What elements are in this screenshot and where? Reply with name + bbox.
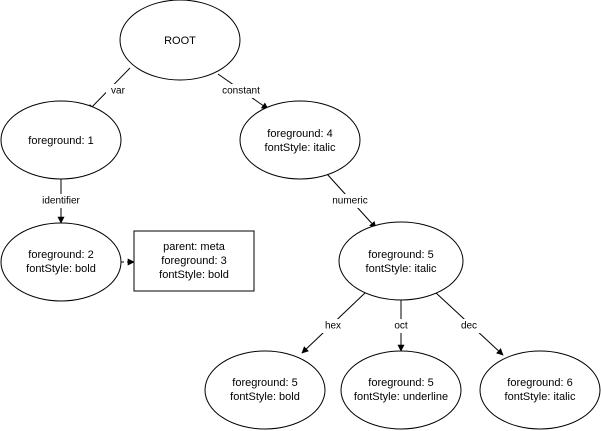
node-numeric: foreground: 5 fontStyle: italic [338, 221, 464, 301]
node-hex-line-1: foreground: 5 [232, 377, 297, 389]
node-root-label: ROOT [164, 35, 196, 47]
node-identifier-line-1: foreground: 2 [28, 249, 93, 261]
node-dec-line-1: foreground: 6 [507, 377, 572, 389]
node-oct-line-1: foreground: 5 [368, 377, 433, 389]
node-constant: foreground: 4 fontStyle: italic [239, 100, 361, 180]
node-identifier: foreground: 2 fontStyle: bold [0, 222, 122, 302]
node-hex-line-2: fontStyle: bold [230, 391, 300, 403]
node-meta-line-3: fontStyle: bold [159, 269, 229, 281]
node-dec-line-2: fontStyle: italic [505, 391, 576, 403]
node-oct: foreground: 5 fontStyle: underline [340, 350, 462, 430]
node-var: foreground: 1 [0, 100, 122, 180]
node-hex: foreground: 5 fontStyle: bold [204, 350, 326, 430]
node-meta-line-2: foreground: 3 [161, 255, 226, 267]
edge-label-numeric: numeric [332, 196, 368, 207]
node-constant-line-2: fontStyle: italic [265, 142, 336, 154]
node-root: ROOT [119, 0, 241, 81]
node-var-line-1: foreground: 1 [28, 135, 93, 147]
node-meta-line-1: parent: meta [163, 241, 226, 253]
node-numeric-line-2: fontStyle: italic [366, 263, 437, 275]
node-meta: parent: meta foreground: 3 fontStyle: bo… [133, 230, 255, 292]
edge-label-constant: constant [222, 86, 260, 97]
edge-label-dec: dec [461, 321, 477, 332]
node-numeric-line-1: foreground: 5 [368, 249, 433, 261]
edge-labels: var constant identifier numeric hex oct … [37, 84, 481, 333]
node-oct-line-2: fontStyle: underline [354, 391, 448, 403]
edge-label-identifier: identifier [42, 196, 80, 207]
edge-label-oct: oct [394, 321, 408, 332]
node-constant-line-1: foreground: 4 [267, 128, 332, 140]
edge-label-var: var [111, 86, 126, 97]
node-identifier-line-2: fontStyle: bold [26, 263, 96, 275]
edge-label-hex: hex [325, 321, 341, 332]
node-dec: foreground: 6 fontStyle: italic [479, 350, 601, 430]
